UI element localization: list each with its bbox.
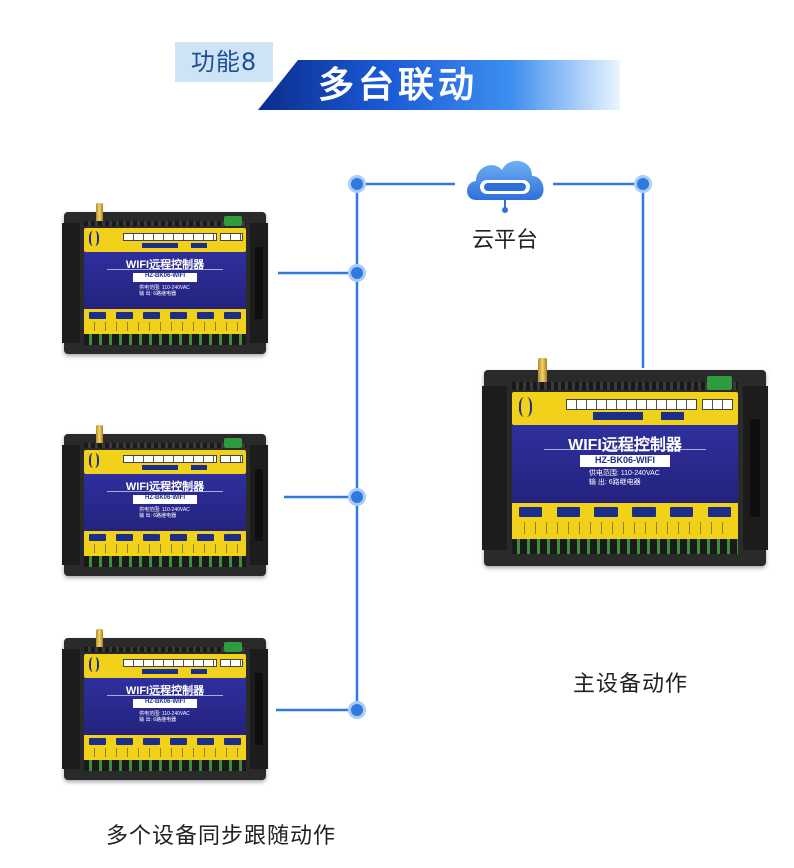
device-spec-power: 供电范围: 110-240VAC bbox=[139, 710, 190, 717]
device-spec-output: 输 出: 6路继电器 bbox=[139, 716, 177, 723]
bus-node-slave1 bbox=[348, 264, 366, 282]
device-brand-text: WIFI远程控制器 bbox=[543, 431, 707, 454]
device-model-text: HZ-BK06-WIFI bbox=[579, 454, 671, 468]
device-spec-power: 供电范围: 110-240VAC bbox=[588, 470, 660, 478]
slave-devices-caption: 多个设备同步跟随动作 bbox=[106, 824, 337, 849]
cloud-server-icon bbox=[467, 160, 544, 213]
device-model-text: HZ-BK06-WIFI bbox=[132, 495, 198, 505]
device-model-text: HZ-BK06-WIFI bbox=[132, 699, 198, 709]
device-spec-output: 输 出: 6路继电器 bbox=[139, 290, 177, 297]
device-spec-output: 输 出: 6路继电器 bbox=[139, 512, 177, 519]
device-model-text: HZ-BK06-WIFI bbox=[132, 273, 198, 283]
device-brand-text: WIFI远程控制器 bbox=[106, 478, 224, 493]
antenna-icon bbox=[96, 203, 104, 224]
slave-device-3: WIFI远程控制器 HZ-BK06-WIFI 供电范围: 110-240VAC … bbox=[62, 629, 268, 780]
device-brand-text: WIFI远程控制器 bbox=[106, 256, 224, 271]
antenna-icon bbox=[96, 425, 104, 446]
bus-node-top bbox=[348, 175, 366, 193]
feature-number-badge: 功能8 bbox=[175, 42, 273, 82]
cloud-platform-label: 云平台 bbox=[471, 228, 538, 253]
antenna-icon bbox=[96, 629, 104, 650]
antenna-icon bbox=[537, 358, 548, 386]
device-brand-text: WIFI远程控制器 bbox=[106, 682, 224, 697]
device-spec-power: 供电范围: 110-240VAC bbox=[139, 506, 190, 513]
bus-node-slave2 bbox=[348, 488, 366, 506]
master-node-top bbox=[634, 175, 652, 193]
title-banner bbox=[258, 60, 620, 110]
slave-device-2: WIFI远程控制器 HZ-BK06-WIFI 供电范围: 110-240VAC … bbox=[62, 425, 268, 576]
master-device-caption: 主设备动作 bbox=[573, 672, 689, 697]
device-spec-output: 输 出: 6路继电器 bbox=[588, 479, 641, 487]
bus-node-slave3 bbox=[348, 701, 366, 719]
page-title: 多台联动 bbox=[318, 65, 479, 106]
device-spec-power: 供电范围: 110-240VAC bbox=[139, 284, 190, 291]
slave-device-1: WIFI远程控制器 HZ-BK06-WIFI 供电范围: 110-240VAC … bbox=[62, 203, 268, 354]
master-device: WIFI远程控制器 HZ-BK06-WIFI 供电范围: 110-240VAC … bbox=[482, 358, 768, 566]
